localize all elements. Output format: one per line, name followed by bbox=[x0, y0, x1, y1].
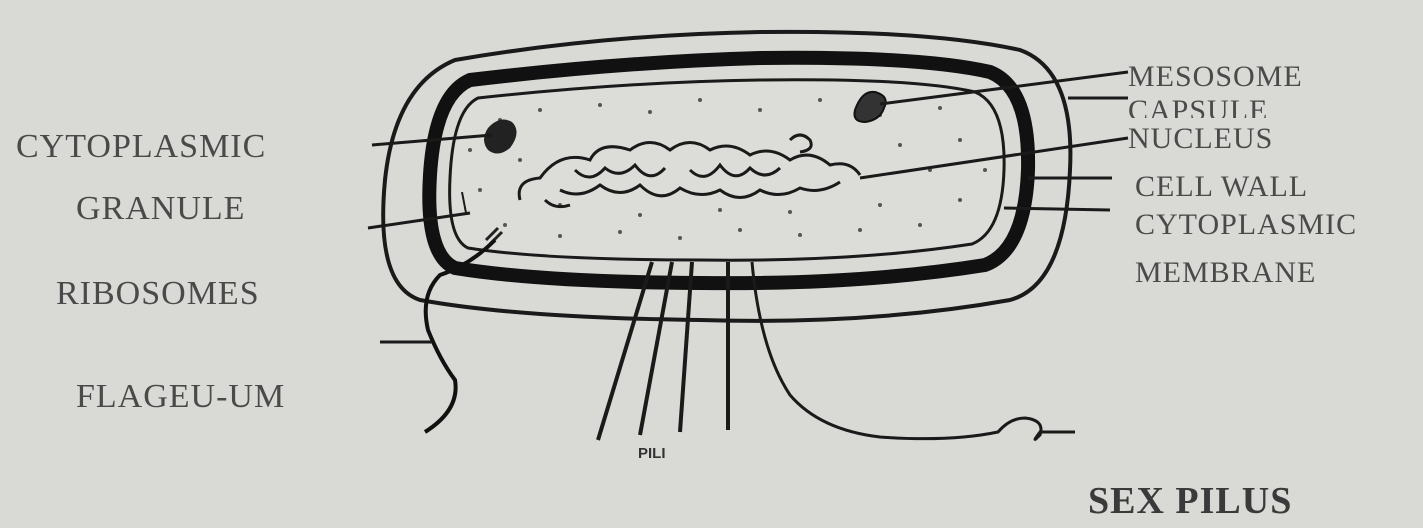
label-flagellum: FLAGEU-UM bbox=[76, 380, 285, 414]
leader-cytoplasmic-membrane bbox=[1004, 208, 1110, 210]
label-pili: PILI bbox=[638, 446, 666, 461]
label-mesosome: MESOSOME bbox=[1128, 62, 1303, 92]
label-cytoplasmic-membrane-2: MEMBRANE bbox=[1135, 258, 1316, 288]
label-ribosomes: RIBOSOMES bbox=[56, 277, 260, 311]
label-cell-wall: CELL WALL bbox=[1135, 172, 1308, 202]
label-cytoplasmic-membrane-1: CYTOPLASMIC bbox=[1135, 210, 1357, 240]
label-cytoplasmic-granule-2: GRANULE bbox=[76, 192, 245, 226]
label-cytoplasmic-granule-1: CYTOPLASMIC bbox=[16, 130, 266, 164]
label-nucleus: NUCLEUS bbox=[1128, 124, 1273, 154]
label-capsule: CAPSULE bbox=[1128, 96, 1268, 118]
label-sex-pilus: SEX PILUS bbox=[1088, 482, 1292, 520]
